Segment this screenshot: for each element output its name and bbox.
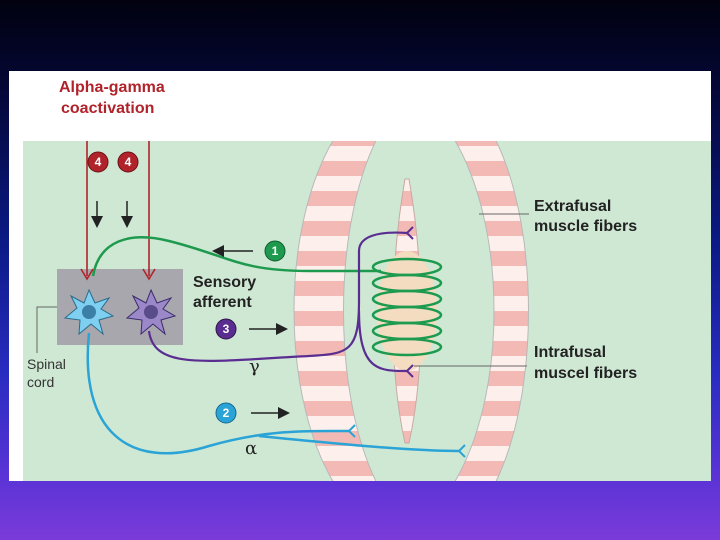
alpha-motor-path — [86, 332, 460, 455]
gamma-motor-neuron — [125, 288, 177, 336]
badge-1 — [264, 240, 286, 262]
badge-3-text: 3 — [223, 322, 230, 336]
gamma-symbol: γ — [249, 356, 260, 377]
gamma-motor-path — [147, 231, 408, 373]
alpha-motor-neuron — [63, 288, 115, 336]
badge-4-right — [117, 151, 139, 173]
extrafusal-label-line2: muscle fibers — [534, 218, 637, 235]
badge-2 — [215, 402, 237, 424]
coactivation-label-line1: Alpha-gamma — [59, 79, 165, 96]
sensory-label-line1: Sensory — [193, 274, 256, 291]
spinal-label-line1: Spinal — [27, 356, 66, 372]
muscle-spindle-figure: 4 4 1 3 2 Alpha-gamma coactivation Senso… — [9, 71, 711, 481]
coactivation-label-line2: coactivation — [61, 100, 154, 117]
badge-2-text: 2 — [223, 406, 230, 420]
upper-motor-line-gamma — [142, 141, 156, 281]
alpha-ending-2 — [458, 444, 466, 458]
badge-1-text: 1 — [272, 244, 279, 258]
intrafusal-label-line2: muscel fibers — [534, 365, 637, 382]
gamma-ending-bottom — [406, 364, 414, 378]
badge-4-left — [87, 151, 109, 173]
spinal-label-line2: cord — [27, 374, 54, 390]
extrafusal-fiber-left — [293, 141, 377, 481]
annulospiral-coil — [371, 257, 443, 357]
extrafusal-label-line1: Extrafusal — [534, 198, 611, 215]
gamma-ending-top — [406, 226, 414, 240]
badge-3 — [215, 318, 237, 340]
alpha-ending-1 — [348, 424, 356, 438]
extrafusal-fiber-right — [454, 141, 529, 481]
diagram-canvas: 4 4 1 3 2 Alpha-gamma coactivation Senso… — [23, 79, 711, 481]
sensory-label-line2: afferent — [193, 294, 252, 311]
upper-motor-line-alpha — [80, 141, 94, 281]
leader-spinal — [36, 306, 57, 353]
alpha-symbol: α — [245, 438, 257, 459]
badge-4-left-text: 4 — [95, 155, 102, 169]
intrafusal-label-line1: Intrafusal — [534, 344, 606, 361]
badge-4-right-text: 4 — [125, 155, 132, 169]
sensory-afferent-path — [91, 236, 381, 277]
